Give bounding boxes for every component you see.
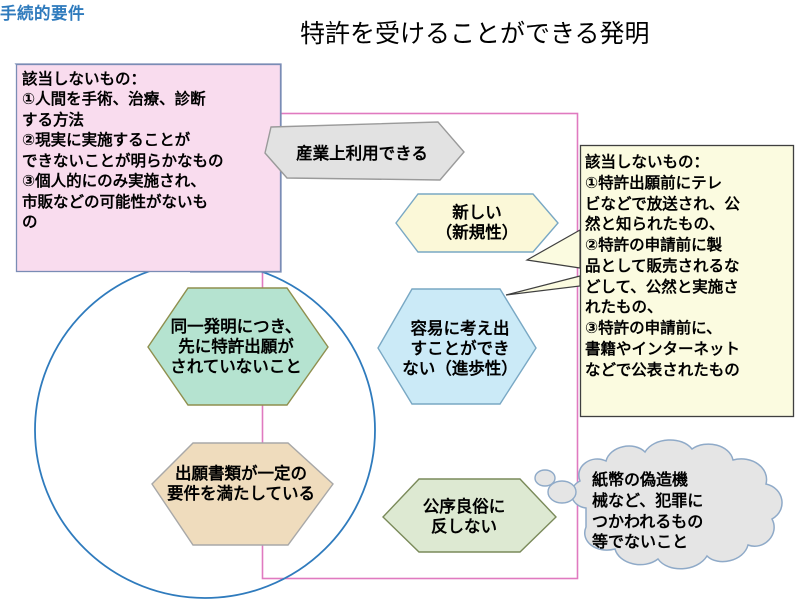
hexagon-first-to-file-label: 同一発明につき、 先に特許出願が されていないこと — [170, 317, 302, 376]
page-title: 特許を受けることができる発明 — [300, 19, 650, 48]
hexagon-public-order-label: 公序良俗に 反しない — [422, 497, 506, 536]
hexagon-public-order — [382, 478, 557, 553]
right-callout-text: 該当しないもの： ①特許出願前にテレ ビなどで放送され、公 然と知られたもの、 … — [585, 153, 741, 379]
left-callout-text: 該当しないもの： ①人間を手術、治療、診断 する方法 ②現実に実施することが で… — [22, 70, 224, 232]
right-callout-shape — [505, 144, 795, 418]
hexagon-inventive-step-label: 容易に考え出 すことができ ない（進歩性） — [402, 319, 518, 378]
right-callout-tail-inventive — [505, 275, 581, 296]
hexagon-novelty-label: 新しい （新規性） — [435, 203, 519, 242]
hexagon-industrial-use-label: 産業上利用できる — [296, 144, 428, 164]
hexagon-industrial-use — [264, 121, 465, 181]
left-callout-shape — [14, 63, 284, 275]
hexagon-first-to-file — [147, 287, 329, 406]
cloud-shape — [534, 439, 783, 570]
hexagon-formal-requirements-label: 出願書類が一定の 要件を満たしている — [166, 464, 315, 503]
hexagon-inventive-step — [377, 288, 537, 405]
cloud-text: 紙幣の偽造機 械など、犯罪に つかわれるもの 等でないこと — [592, 470, 704, 552]
procedural-requirements-label: 手続的要件 — [0, 4, 85, 23]
hexagon-novelty — [395, 193, 559, 253]
hexagon-formal-requirements — [151, 442, 334, 546]
